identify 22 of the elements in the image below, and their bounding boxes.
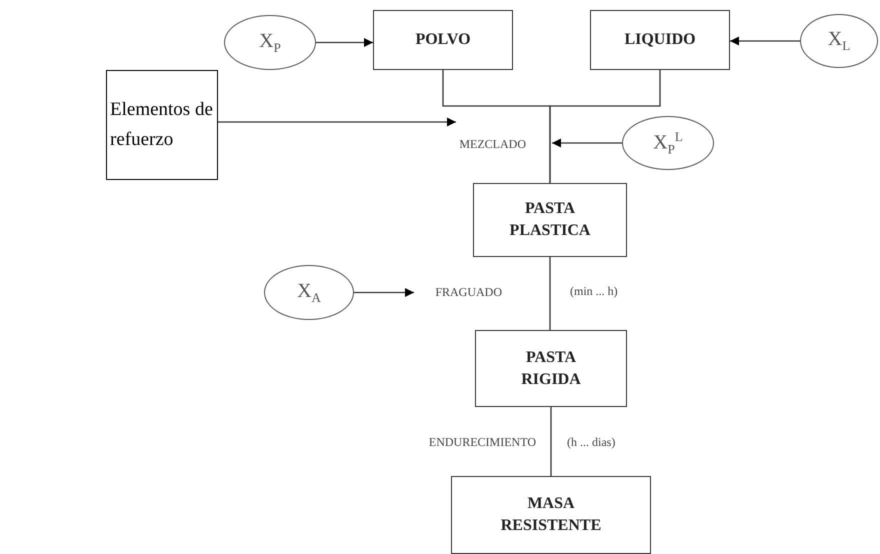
process-box: PASTA RIGIDA <box>475 330 627 407</box>
process-label: MEZCLADO <box>456 116 552 152</box>
variable-ellipse: X$_{A}$ <box>264 265 354 320</box>
duration-label: (h ... dias) <box>567 435 616 450</box>
duration-label: (min ... h) <box>570 284 618 299</box>
connector-line <box>550 407 552 476</box>
arrow <box>218 118 456 126</box>
variable-ellipse: X$_{P}$ <box>224 15 316 70</box>
stage-label: ENDURECIMIENTO <box>428 435 536 450</box>
arrow <box>354 288 414 297</box>
connector-line <box>549 257 551 330</box>
note-box: Elementos de refuerzo <box>106 70 218 180</box>
process-box: PASTA PLASTICA <box>473 183 627 257</box>
arrow <box>316 38 373 47</box>
variable-ellipse: X$_{L}$ <box>800 14 878 68</box>
arrow <box>730 36 800 46</box>
connector-line <box>549 70 661 183</box>
process-box: POLVO <box>373 10 513 70</box>
process-box: LIQUIDO <box>590 10 730 70</box>
process-label: FRAGUADO <box>414 283 502 301</box>
arrow <box>552 138 622 148</box>
process-box: MASA RESISTENTE <box>451 476 651 554</box>
